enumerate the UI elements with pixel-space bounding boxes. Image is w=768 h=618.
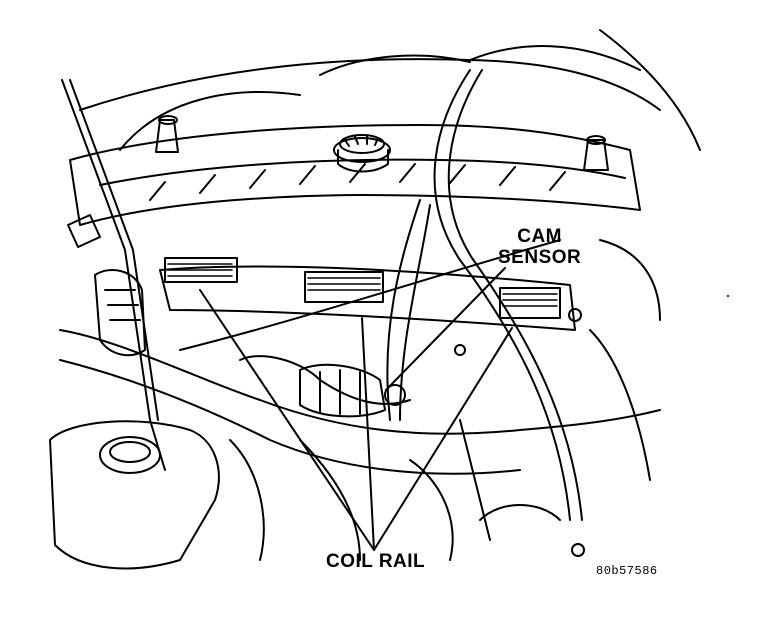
fluid-reservoir <box>49 420 220 570</box>
valve-cover <box>69 124 641 226</box>
margin-speck <box>727 295 729 297</box>
leader-lines <box>199 267 513 551</box>
cam-sensor <box>299 363 406 418</box>
cam-sensor-label-line2: SENSOR <box>498 247 582 268</box>
cam-sensor-label: CAM SENSOR <box>498 226 581 268</box>
plug-boot-left <box>155 115 179 153</box>
cam-sensor-label-line1: CAM <box>517 226 563 247</box>
relay-bracket <box>67 214 146 357</box>
coil-rail-label: COIL RAIL <box>326 551 426 572</box>
coil-rail <box>159 257 582 356</box>
leader-coil-rail-2 <box>361 317 375 551</box>
oil-filler-cap <box>333 134 391 173</box>
hood-contours <box>79 29 701 151</box>
lower-engine <box>229 239 661 561</box>
leader-coil-rail-3 <box>373 327 513 551</box>
figure-code: 80b57586 <box>596 564 658 578</box>
leader-cam-sensor <box>385 267 506 391</box>
plug-boot-right <box>583 135 609 171</box>
leader-coil-rail-1 <box>199 289 375 551</box>
